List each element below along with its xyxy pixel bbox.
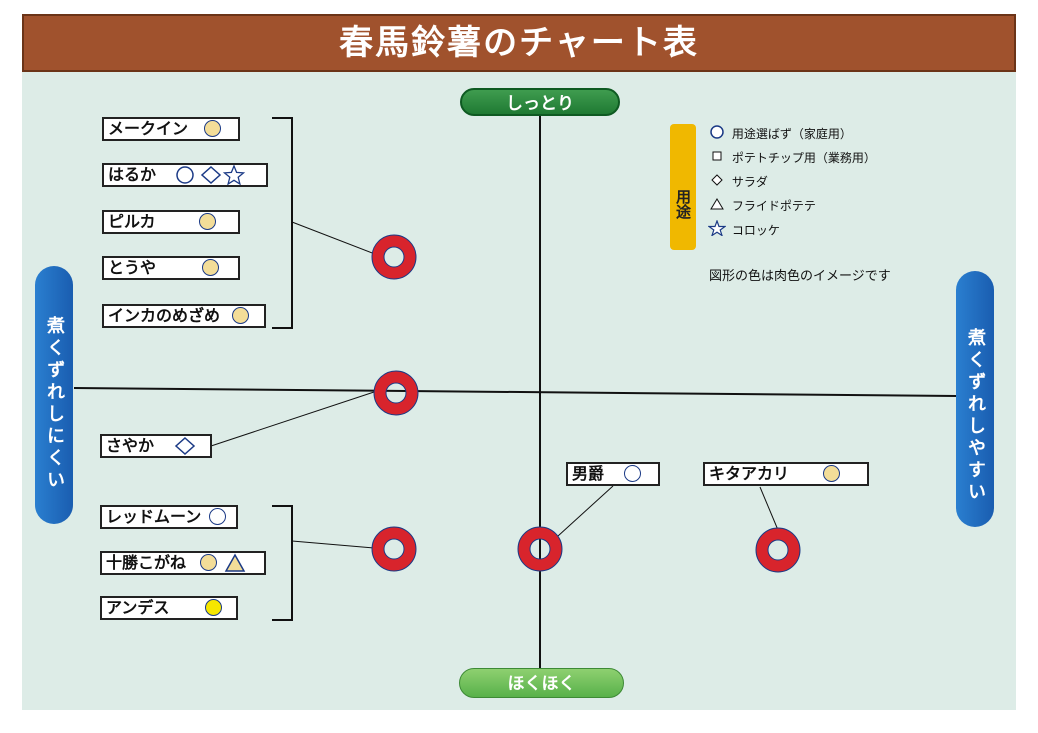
connector-danshaku <box>557 485 614 537</box>
variety-box: 十勝こがね <box>100 551 266 575</box>
diamond-icon <box>174 436 195 455</box>
legend-item: サラダ <box>706 172 876 196</box>
variety-box: さやか <box>100 434 212 458</box>
variety-name: はるか <box>108 165 157 184</box>
flesh-circle-icon <box>203 120 221 137</box>
bracket-bottom-group <box>272 505 293 621</box>
connector-bottom-group <box>291 540 375 549</box>
legend-label: サラダ <box>731 175 768 189</box>
flesh-circle-icon <box>231 307 249 324</box>
axis-label-right: 煮くずれしやすい <box>956 271 994 527</box>
symbol-group-icon <box>175 164 245 185</box>
star-icon <box>706 219 728 242</box>
variety-name: とうや <box>108 258 157 277</box>
marker-bottom-group <box>372 527 416 571</box>
variety-box: 男爵 <box>566 462 660 486</box>
axis-label-left: 煮くずれしにくい <box>35 266 73 524</box>
variety-box: はるか <box>102 163 268 187</box>
variety-name: ピルカ <box>108 212 156 231</box>
variety-box: メークイン <box>102 117 240 141</box>
axis-label-bottom: ほくほく <box>459 668 624 698</box>
legend: 用途選ばず（家庭用） ポテトチップ用（業務用） サラダ フライドポテテ コロッケ <box>706 124 876 244</box>
variety-name: アンデス <box>106 598 170 617</box>
square-icon <box>706 149 728 169</box>
flesh-circle-icon <box>199 554 217 571</box>
legend-label: ポテトチップ用（業務用） <box>731 151 876 165</box>
variety-box: インカのめざめ <box>102 304 266 328</box>
connector-top-group <box>291 221 381 257</box>
variety-name: さやか <box>106 436 155 455</box>
legend-label: 用途選ばず（家庭用） <box>731 127 852 141</box>
variety-box: レッドムーン <box>100 505 238 529</box>
yellow-circle-icon <box>204 599 222 616</box>
flesh-circle-icon <box>199 213 217 230</box>
variety-box: とうや <box>102 256 240 280</box>
legend-note: 図形の色は肉色のイメージです <box>709 269 891 284</box>
legend-label: コロッケ <box>731 223 780 238</box>
variety-name: レッドムーン <box>106 507 202 526</box>
legend-item: コロッケ <box>706 219 876 244</box>
variety-box: アンデス <box>100 596 238 620</box>
legend-item: 用途選ばず（家庭用） <box>706 124 876 148</box>
white-circle-icon <box>208 508 226 525</box>
circle-icon <box>706 124 728 145</box>
legend-label: フライドポテテ <box>731 199 816 213</box>
white-circle-icon <box>175 165 194 184</box>
marker-top-group <box>372 235 416 279</box>
variety-name: キタアカリ <box>709 464 790 483</box>
diamond-icon <box>200 165 221 184</box>
triangle-icon <box>706 197 728 217</box>
white-circle-icon <box>623 465 641 482</box>
variety-name: インカのめざめ <box>108 306 221 325</box>
flesh-circle-icon <box>201 259 219 276</box>
legend-item: フライドポテテ <box>706 196 876 220</box>
axis-label-top: しっとり <box>460 88 620 116</box>
flesh-circle-icon <box>822 465 840 482</box>
legend-heading: 用途 <box>670 124 696 250</box>
marker-kitaakari <box>756 528 800 572</box>
bracket-top-group <box>272 117 293 329</box>
variety-box: キタアカリ <box>703 462 869 486</box>
marker-danshaku <box>518 527 562 571</box>
page-title: 春馬鈴薯のチャート表 <box>22 14 1016 72</box>
variety-name: 男爵 <box>572 464 605 483</box>
star-icon <box>222 164 245 185</box>
variety-box: ピルカ <box>102 210 240 234</box>
diamond-icon <box>706 173 728 193</box>
legend-item: ポテトチップ用（業務用） <box>706 148 876 172</box>
triangle-icon <box>224 552 246 572</box>
variety-name: メークイン <box>108 119 189 138</box>
marker-sayaka <box>374 371 418 415</box>
variety-name: 十勝こがね <box>106 553 187 572</box>
connector-sayaka <box>210 391 375 447</box>
horizontal-axis <box>73 387 957 397</box>
connector-kitaakari <box>759 486 779 531</box>
